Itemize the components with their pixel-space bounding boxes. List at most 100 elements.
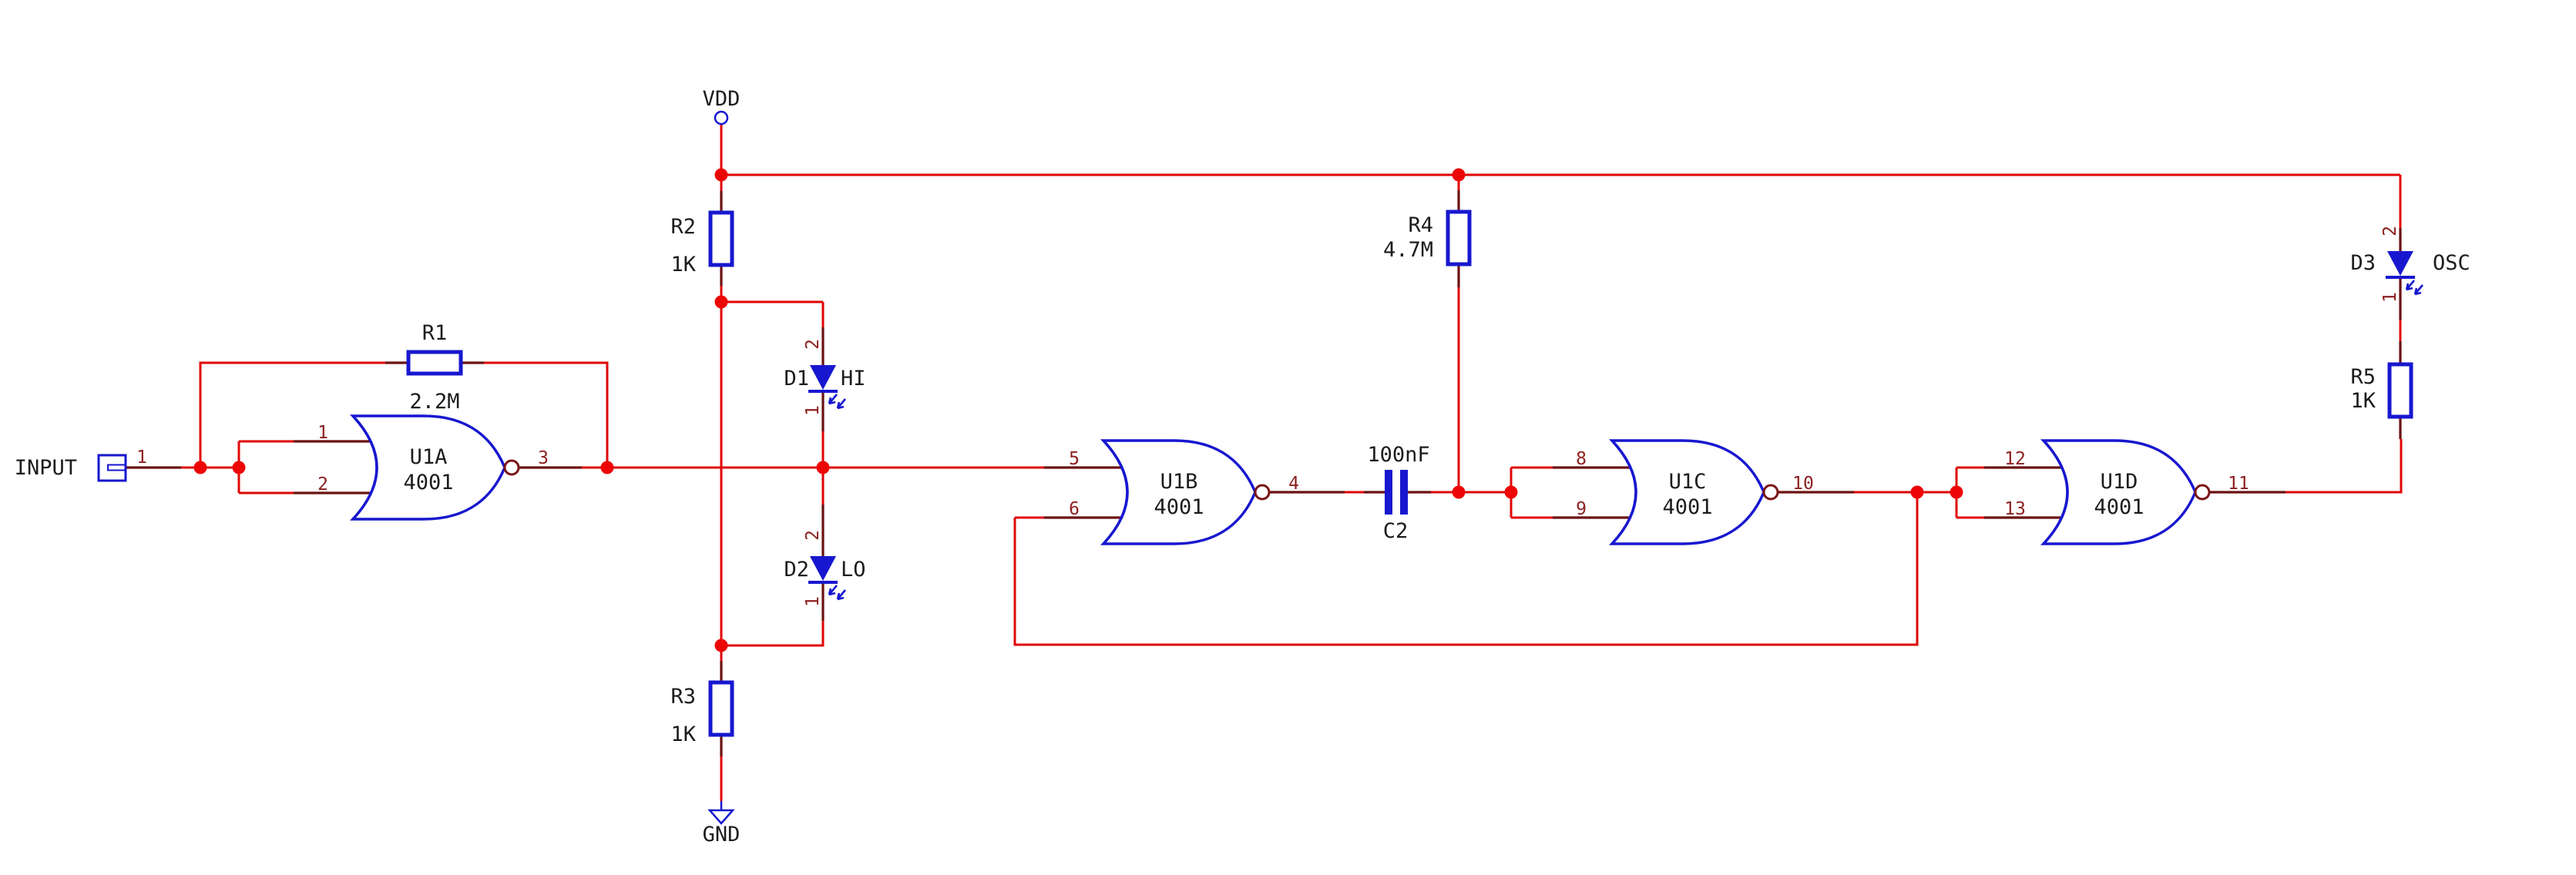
pin-number: 1: [2380, 292, 2400, 303]
nor-gate-icon: [349, 414, 506, 521]
resistor-r2[interactable]: R2 1K: [670, 210, 734, 277]
led-ref: D3: [2350, 251, 2376, 275]
power-vdd[interactable]: VDD: [703, 87, 741, 126]
gate-u1c[interactable]: U1C 4001 8 9 10: [1576, 439, 1814, 545]
led-ref: D1: [784, 367, 809, 391]
resistor-r4[interactable]: R4 4.7M: [1383, 210, 1472, 267]
gate-value: 4001: [1154, 495, 1204, 519]
gate-ref: U1C: [1669, 470, 1707, 494]
gate-ref: U1B: [1160, 470, 1198, 494]
pin-number: 11: [2228, 474, 2249, 494]
gate-u1b[interactable]: U1B 4001 5 6 4: [1069, 439, 1299, 545]
junction-dot: [193, 461, 207, 474]
led-ref: D2: [784, 558, 809, 582]
pin-number: 2: [317, 474, 328, 494]
led-diode-icon: [810, 365, 836, 390]
pin-number: 2: [803, 530, 823, 541]
junction-dot: [600, 461, 614, 474]
junction-dot: [714, 295, 728, 309]
gate-ref: U1A: [410, 445, 448, 469]
nor-gate-icon: [1100, 439, 1257, 545]
gate-value: 4001: [2094, 495, 2144, 519]
junction-dots: [193, 168, 1963, 652]
capacitor-value: 100nF: [1367, 443, 1429, 467]
capacitor-plate-icon: [1400, 470, 1408, 515]
junction-dot: [1504, 485, 1518, 499]
resistor-ref: R2: [670, 215, 696, 239]
inversion-bubble-icon: [1254, 484, 1271, 501]
connector-input[interactable]: INPUT 1: [15, 448, 147, 482]
pin-number: 1: [317, 423, 328, 443]
gate-value: 4001: [1662, 495, 1712, 519]
junction-dot: [1452, 485, 1466, 499]
led-diode-icon: [810, 556, 836, 581]
junction-dot: [714, 639, 728, 652]
nor-gate-icon: [1608, 439, 1765, 545]
pin-number: 9: [1576, 499, 1587, 519]
resistor-r3[interactable]: R3 1K: [670, 680, 734, 746]
resistor-value: 2.2M: [409, 390, 459, 414]
resistor-ref: R4: [1408, 213, 1433, 237]
pin-stubs: [126, 190, 2402, 756]
gate-u1d[interactable]: U1D 4001 12 13 11: [2004, 439, 2249, 545]
resistor-r1[interactable]: R1 2.2M: [406, 321, 463, 414]
junction-dot: [714, 168, 728, 182]
inversion-bubble-icon: [503, 459, 520, 476]
power-gnd[interactable]: GND: [703, 801, 741, 847]
pin-number: 8: [1576, 449, 1587, 469]
gate-value: 4001: [403, 471, 453, 494]
pin-number: 12: [2004, 449, 2026, 469]
led-emission-arrows-icon: [2405, 280, 2423, 296]
inversion-bubble-icon: [2194, 484, 2211, 501]
resistor-body-icon: [406, 350, 463, 376]
led-d1[interactable]: D1 HI 2 1: [784, 339, 865, 416]
capacitor-c2[interactable]: 100nF C2: [1367, 443, 1429, 543]
connector-pin-number: 1: [136, 448, 147, 468]
pin-number: 2: [2380, 226, 2400, 236]
resistor-ref: R3: [670, 685, 696, 709]
connector-pin-notch: [107, 464, 126, 471]
inversion-bubble-icon: [1762, 484, 1779, 501]
resistor-body-icon: [708, 210, 734, 267]
led-label: LO: [841, 558, 866, 582]
gnd-label: GND: [703, 823, 741, 847]
led-label: OSC: [2433, 251, 2470, 275]
led-emission-arrows-icon: [828, 394, 846, 410]
led-diode-icon: [2387, 251, 2413, 276]
vdd-symbol-icon: [714, 110, 729, 126]
gate-ref: U1D: [2101, 470, 2138, 494]
junction-dot: [1910, 485, 1924, 499]
resistor-value: 1K: [670, 722, 696, 746]
led-d2[interactable]: D2 LO 2 1: [784, 530, 865, 607]
resistor-body-icon: [1446, 210, 1472, 267]
led-d3[interactable]: D3 OSC 2 1: [2350, 226, 2470, 303]
resistor-value: 4.7M: [1383, 238, 1433, 262]
vdd-label: VDD: [703, 87, 741, 111]
pin-number: 6: [1069, 499, 1080, 519]
connector-label: INPUT: [15, 456, 77, 480]
pin-number: 13: [2004, 499, 2026, 519]
nor-gate-icon: [2040, 439, 2197, 545]
pin-number: 5: [1069, 449, 1080, 469]
resistor-ref: R5: [2350, 365, 2376, 389]
led-emission-arrows-icon: [828, 585, 846, 601]
gnd-symbol-icon: [707, 801, 735, 825]
pin-number: 4: [1288, 474, 1299, 494]
junction-dot: [232, 461, 246, 474]
resistor-value: 1K: [670, 253, 696, 277]
junction-dot: [1452, 168, 1466, 182]
pin-number: 1: [803, 405, 823, 416]
junction-dot: [816, 461, 830, 474]
resistor-value: 1K: [2350, 389, 2376, 413]
resistor-ref: R1: [422, 321, 448, 345]
resistor-body-icon: [708, 680, 734, 737]
capacitor-ref: C2: [1383, 519, 1409, 543]
pin-number: 10: [1792, 474, 1814, 494]
gate-u1a[interactable]: U1A 4001 1 2 3: [317, 414, 549, 521]
pin-number: 2: [803, 339, 823, 350]
pin-number: 3: [538, 448, 549, 468]
resistor-r5[interactable]: R5 1K: [2350, 362, 2413, 419]
led-label: HI: [841, 367, 866, 391]
